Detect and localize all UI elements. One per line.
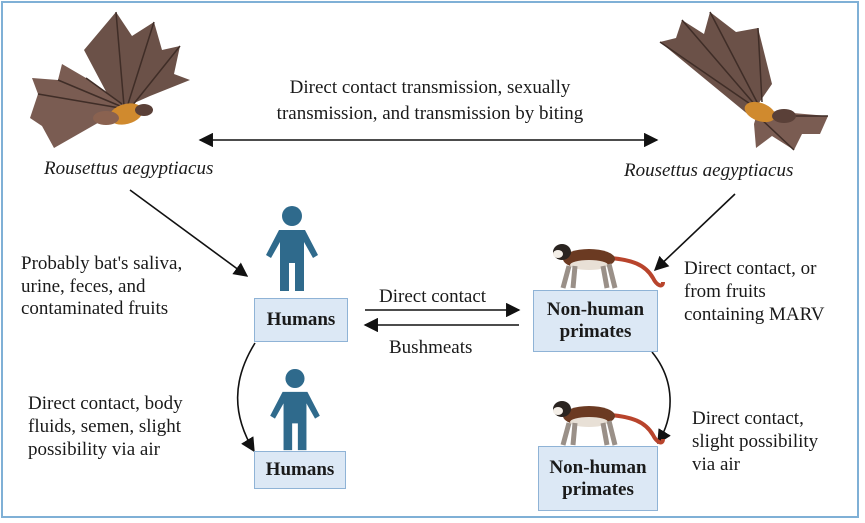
human-note-line-2: fluids, semen, slight [28,416,182,437]
right-note-line-2: from fruits [684,281,766,302]
left-note-line-3: contaminated fruits [21,298,169,319]
primates-box-bottom-line-2: primates [562,478,634,500]
human-note-line-3: possibility via air [28,439,160,460]
monkey-bottom-icon [553,401,665,446]
bat-right-icon [659,11,828,151]
species-label-left: Rousettus aegyptiacus [44,158,214,179]
direct-contact-label: Direct contact [379,286,487,307]
primates-box-bottom-line-1: Non-human [549,456,647,478]
primates-box-top-line-1: Non-human [546,299,645,320]
bushmeats-label: Bushmeats [389,337,473,358]
human-top-icon [266,206,318,291]
bat-to-primates-arrow [653,193,736,271]
primate-note-line-3: via air [692,454,741,475]
humans-box-bottom: Humans [254,451,346,489]
humans-to-humans-arrow [236,342,256,453]
primates-box-top: Non-human primates [533,290,658,352]
species-label-right: Rousettus aegyptiacus [624,160,794,181]
primates-box-top-line-2: primates [559,321,632,342]
bat-left-icon [30,11,190,148]
primate-note-line-1: Direct contact, [692,408,804,429]
humans-box-bottom-label: Humans [265,459,335,480]
left-note-line-1: Probably bat's saliva, [21,253,183,274]
primates-to-primates-arrow [651,351,671,445]
left-note-line-2: urine, feces, and [21,276,146,297]
right-note-line-1: Direct contact, or [684,258,817,279]
human-note-line-1: Direct contact, body [28,393,183,414]
primate-note-line-2: slight possibility [692,431,819,452]
right-note-line-3: containing MARV [684,304,825,325]
primates-box-bottom: Non-human primates [538,446,658,511]
monkey-top-icon [553,244,665,289]
humans-box-top-label: Humans [266,309,336,330]
header-line-2: transmission, and transmission by biting [276,103,584,124]
header-line-1: Direct contact transmission, sexually [289,77,571,98]
human-bottom-icon [270,368,320,451]
humans-box-top: Humans [254,298,348,342]
bat-to-humans-arrow [129,189,249,277]
